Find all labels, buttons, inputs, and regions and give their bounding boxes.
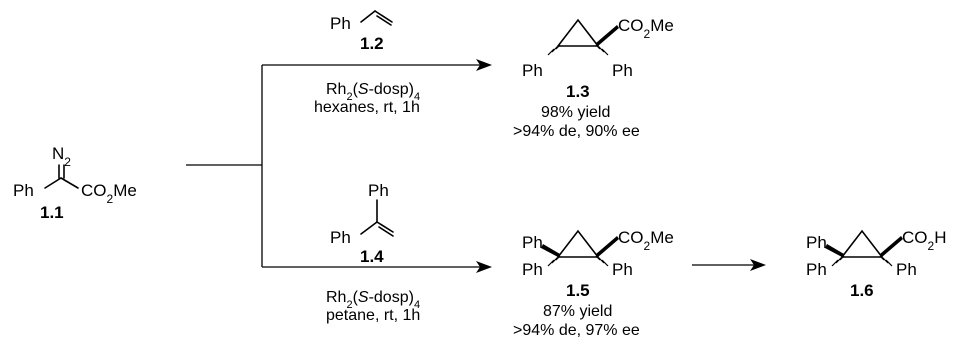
lower-arrow-head <box>476 261 492 273</box>
branch-connector <box>186 59 492 273</box>
diazo-ester-label: CO2Me <box>81 181 137 206</box>
p15-ph-right: Ph <box>612 260 633 279</box>
hash-bond-right <box>595 44 609 56</box>
compound-1-3: CO2Me Ph Ph 1.3 98% yield >94% de, 90% e… <box>513 16 674 140</box>
conversion-arrow <box>692 259 766 271</box>
p15-ph-top: Ph <box>522 233 543 252</box>
compound-label-1-3: 1.3 <box>566 82 590 101</box>
compound-1-4: Ph Ph 1.4 <box>330 181 394 266</box>
styrene-ph-label: Ph <box>330 14 351 33</box>
styrene-double-bond-a <box>374 10 393 23</box>
p13-ester-label: CO2Me <box>618 16 674 41</box>
p15-ph-bottom: Ph <box>522 260 543 279</box>
wedge-bond-acid <box>880 236 903 257</box>
compound-label-1-4: 1.4 <box>360 247 384 266</box>
conversion-arrow-head <box>750 259 766 271</box>
lower-solvent: petane, rt, 1h <box>326 307 420 324</box>
p15-selectivity: >94% de, 97% ee <box>513 322 640 339</box>
hash-bond-right <box>595 255 609 267</box>
hash-bond-right <box>879 255 893 267</box>
styrene-bond-1 <box>360 10 376 23</box>
hash-bond-left <box>547 44 561 56</box>
p16-acid-label: CO2H <box>902 228 946 253</box>
hash-bond-left <box>831 255 845 267</box>
styrene-double-bond-b <box>376 15 392 26</box>
cyclopropane-ring-1-5 <box>556 229 600 258</box>
dpe-double-bond-a <box>376 221 394 233</box>
upper-solvent: hexanes, rt, 1h <box>314 99 420 116</box>
wedge-bond-ph-top <box>825 244 844 257</box>
wedge-bond-ester <box>596 236 619 257</box>
p13-ph-left: Ph <box>522 61 543 80</box>
p13-ph-right: Ph <box>612 61 633 80</box>
upper-arrow-head <box>476 59 492 71</box>
diazo-n2-label: N2 <box>52 144 71 169</box>
p13-yield: 98% yield <box>541 104 610 121</box>
hash-bond-left <box>547 255 561 267</box>
compound-label-1-5: 1.5 <box>566 281 590 300</box>
compound-label-1-6: 1.6 <box>850 281 874 300</box>
p16-ph-bottom: Ph <box>806 260 827 279</box>
compound-1-2: Ph 1.2 <box>330 10 393 53</box>
p16-ph-right: Ph <box>896 260 917 279</box>
compound-1-6: CO2H Ph Ph Ph 1.6 <box>806 228 946 300</box>
diazo-ph-label: Ph <box>13 181 34 200</box>
p15-ester-label: CO2Me <box>618 228 674 253</box>
dpe-ph-left: Ph <box>330 228 351 247</box>
cyclopropane-ring-1-6 <box>840 229 884 258</box>
dpe-ph-top: Ph <box>368 181 389 200</box>
compound-label-1-1: 1.1 <box>40 203 64 222</box>
lower-conditions: Rh2(S-dosp)4 petane, rt, 1h <box>326 289 420 324</box>
cyclopropane-ring-1-3 <box>556 18 600 47</box>
p13-selectivity: >94% de, 90% ee <box>513 123 640 140</box>
ph-c-bond <box>44 177 62 189</box>
upper-conditions: Rh2(S-dosp)4 hexanes, rt, 1h <box>314 81 420 116</box>
compound-1-5: CO2Me Ph Ph Ph 1.5 87% yield >94% de, 97… <box>513 228 674 339</box>
p15-yield: 87% yield <box>543 303 612 320</box>
p16-ph-top: Ph <box>806 233 827 252</box>
dpe-bond-left <box>360 221 378 235</box>
compound-1-1: N2 Ph CO2Me 1.1 <box>13 144 137 222</box>
dpe-double-bond-b <box>378 226 394 237</box>
compound-label-1-2: 1.2 <box>360 34 384 53</box>
wedge-bond-ph-top <box>541 244 560 257</box>
c-ester-bond <box>60 177 79 189</box>
wedge-bond-ester <box>596 25 619 46</box>
